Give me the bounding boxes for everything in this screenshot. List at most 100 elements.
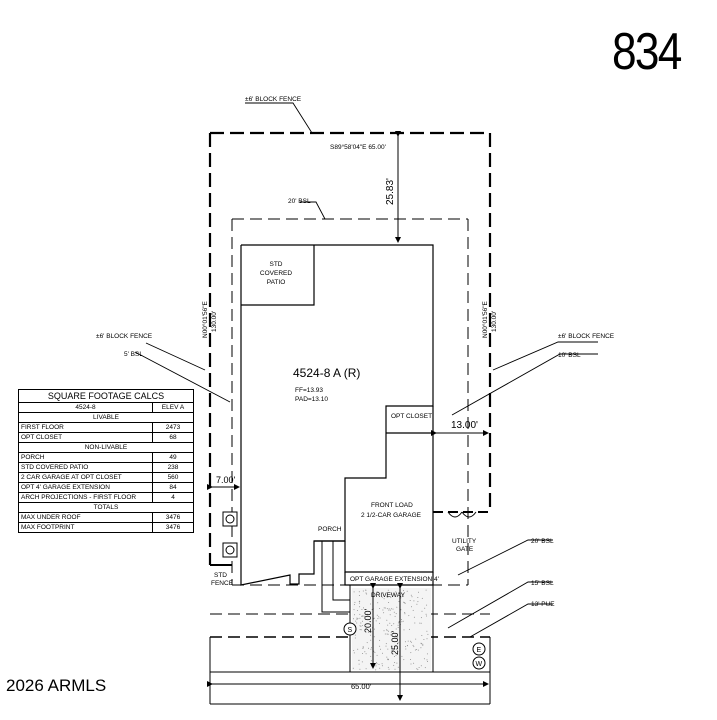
dim-20-label: 20.00' <box>363 608 373 633</box>
driveway-stipple-dot <box>425 613 427 615</box>
driveway-stipple-dot <box>420 622 422 624</box>
driveway-stipple-dot <box>404 602 406 604</box>
driveway-stipple-dot <box>406 645 408 646</box>
bsl-10-label: 10' BSL <box>558 352 581 359</box>
driveway-stipple-dot <box>420 642 422 644</box>
driveway-stipple-dot <box>388 609 390 611</box>
driveway-stipple-dot <box>391 625 393 626</box>
driveway-stipple-dot <box>391 650 393 652</box>
driveway-stipple-dot <box>393 631 395 633</box>
driveway-stipple-dot <box>386 656 388 658</box>
driveway-stipple-dot <box>411 606 412 608</box>
driveway-stipple-dot <box>354 634 356 636</box>
dim-7-label: 7.00' <box>216 475 236 485</box>
driveway-stipple-dot <box>357 648 359 650</box>
lot-boundary <box>208 131 492 565</box>
driveway-stipple-dot <box>397 666 399 668</box>
driveway-stipple-dot <box>379 608 381 609</box>
driveway-stipple-dot <box>412 609 414 611</box>
table-row-value: 4 <box>152 492 194 503</box>
utility-gate <box>210 511 490 566</box>
driveway-stipple-dot <box>415 638 417 640</box>
marker-e <box>472 642 486 656</box>
driveway-stipple-dot <box>390 608 392 610</box>
driveway-stipple-dot <box>422 643 424 645</box>
driveway-stipple-dot <box>396 662 398 664</box>
opt-garage-ext-label: OPT GARAGE EXTENSION 4' <box>350 576 439 583</box>
driveway-stipple-dot <box>416 668 418 670</box>
driveway-stipple-dot <box>356 619 358 620</box>
table-row-label: FIRST FLOOR <box>18 422 153 433</box>
driveway-stipple-dot <box>368 647 369 649</box>
driveway-stipple <box>352 588 431 671</box>
front-load-label-1: FRONT LOAD <box>371 502 413 509</box>
driveway-stipple-dot <box>357 618 359 619</box>
driveway-stipple-dot <box>359 602 360 604</box>
driveway-label: DRIVEWAY <box>371 592 406 599</box>
driveway-stipple-dot <box>363 607 364 609</box>
driveway-stipple-dot <box>387 624 389 626</box>
driveway-stipple-dot <box>394 662 396 663</box>
driveway-stipple-dot <box>393 623 395 625</box>
driveway-stipple-dot <box>427 661 428 662</box>
driveway-stipple-dot <box>374 628 375 630</box>
pue-13-label: 13' PUE <box>531 601 555 608</box>
table-row-label: MAX FOOTPRINT <box>18 522 153 533</box>
driveway-stipple-dot <box>387 630 389 632</box>
table-row-value: 84 <box>152 482 194 493</box>
driveway-stipple-dot <box>424 667 426 669</box>
driveway-stipple-dot <box>413 646 415 648</box>
driveway-stipple-dot <box>352 667 354 669</box>
driveway-stipple-dot <box>388 602 390 603</box>
driveway-stipple-dot <box>417 669 419 671</box>
bsl-20-front-label: 20' BSL <box>531 538 554 545</box>
table-row-label: PORCH <box>18 452 153 463</box>
calcs-non-livable-header: NON-LIVABLE <box>18 442 194 453</box>
driveway-stipple-dot <box>398 621 400 623</box>
driveway-stipple-dot <box>376 614 378 616</box>
driveway-stipple-dot <box>371 665 372 667</box>
marker-w <box>472 656 486 670</box>
driveway-stipple-dot <box>362 620 363 622</box>
driveway-stipple-dot <box>385 645 387 647</box>
marker-e-label: E <box>477 647 482 654</box>
driveway-stipple-dot <box>370 648 372 650</box>
table-row-value: 2473 <box>152 422 194 433</box>
table-row-value: 238 <box>152 462 194 473</box>
driveway-stipple-dot <box>353 591 355 593</box>
table-row-label: OPT CLOSET <box>18 432 153 443</box>
driveway-stipple-dot <box>355 620 357 622</box>
driveway-stipple-dot <box>380 648 381 650</box>
driveway-stipple-dot <box>403 601 405 603</box>
driveway-stipple-dot <box>404 641 406 643</box>
driveway-stipple-dot <box>361 661 363 663</box>
driveway-stipple-dot <box>413 616 415 618</box>
driveway-stipple-dot <box>425 589 427 591</box>
driveway-stipple-dot <box>379 639 381 641</box>
driveway-stipple-dot <box>360 629 362 631</box>
driveway-stipple-dot <box>376 591 378 593</box>
driveway-stipple-dot <box>405 648 407 650</box>
driveway-stipple-dot <box>370 603 372 605</box>
driveway-stipple-dot <box>359 625 361 627</box>
driveway-stipple-dot <box>426 630 428 632</box>
driveway-stipple-dot <box>383 598 385 600</box>
driveway-stipple-dot <box>417 601 419 603</box>
driveway-stipple-dot <box>382 592 384 594</box>
driveway-stipple-dot <box>395 628 397 630</box>
bearing-left-label: N00°01'56"E <box>201 300 209 338</box>
driveway-stipple-dot <box>365 653 367 655</box>
driveway-stipple-dot <box>353 609 355 611</box>
driveway-stipple-dot <box>370 639 372 641</box>
driveway-stipple-dot <box>358 591 360 593</box>
bsl-15-label: 15' BSL <box>531 580 554 587</box>
driveway-stipple-dot <box>353 652 355 654</box>
driveway-stipple-dot <box>421 597 423 599</box>
driveway-stipple-dot <box>361 615 363 617</box>
driveway-stipple-dot <box>410 640 411 642</box>
driveway-stipple-dot <box>395 654 397 656</box>
block-fence-right-label: ±6' BLOCK FENCE <box>558 333 615 340</box>
driveway-stipple-dot <box>366 642 368 644</box>
driveway-stipple-dot <box>394 615 396 617</box>
